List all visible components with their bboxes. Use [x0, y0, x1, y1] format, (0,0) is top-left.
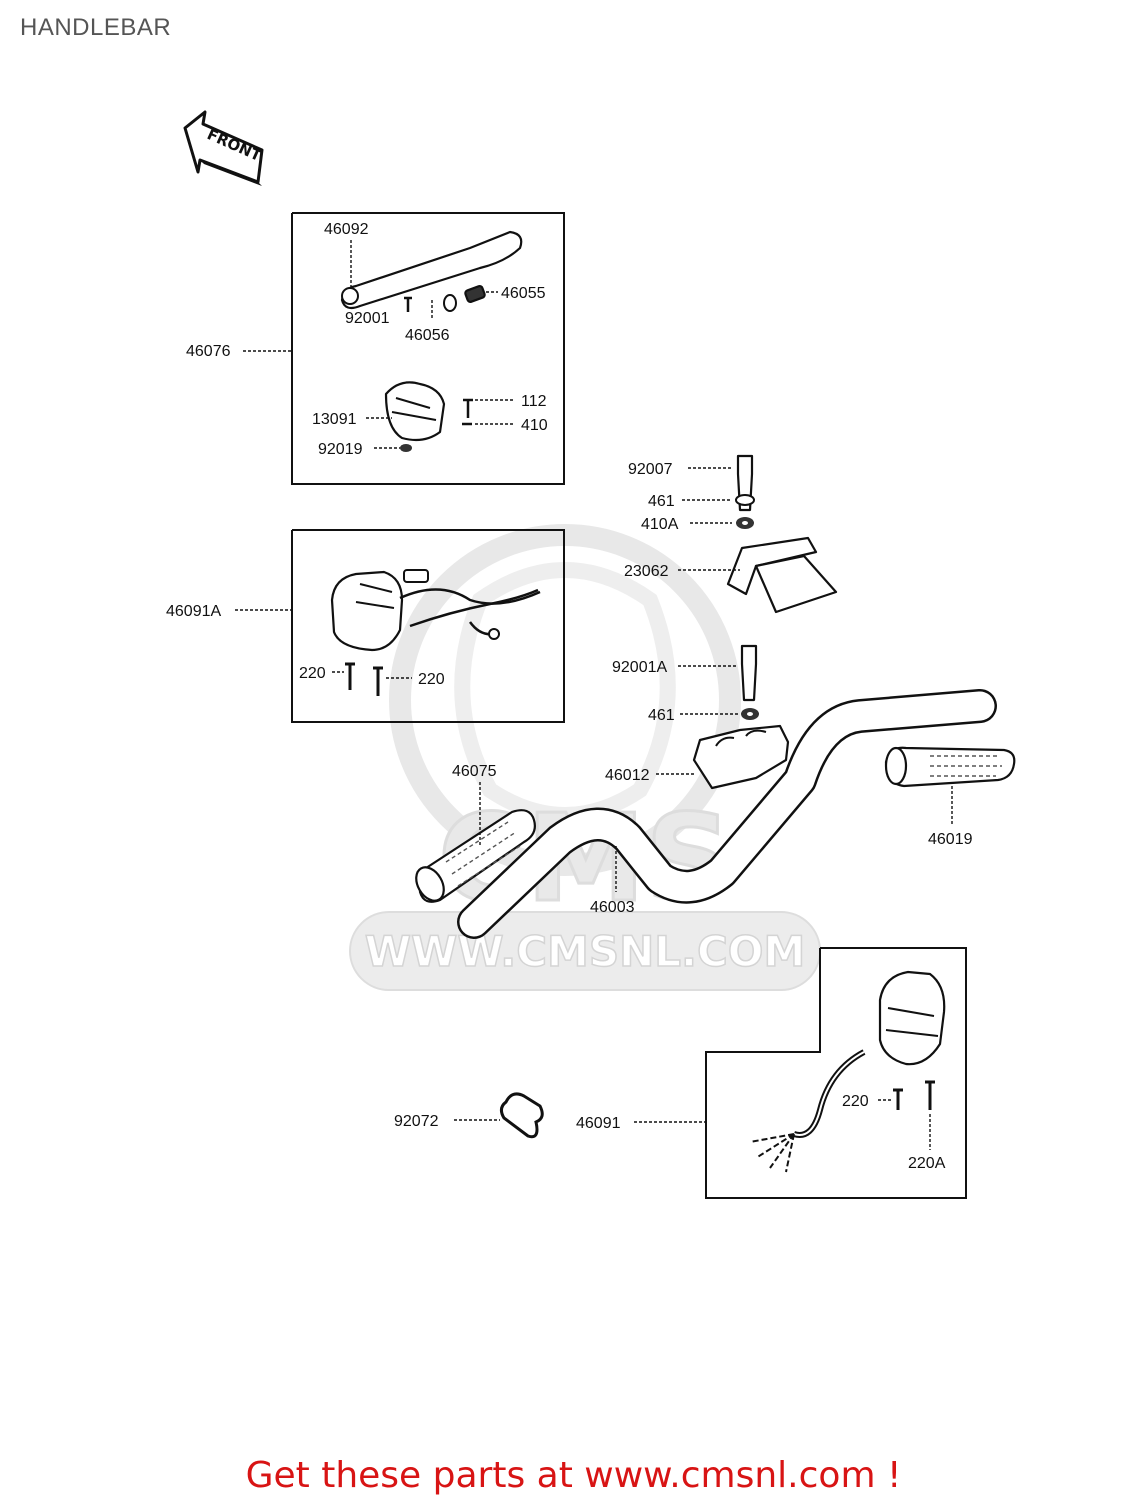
handlebar-group [457, 689, 997, 939]
callout-220-switch: 220 [842, 1093, 869, 1110]
lever-assembly-box [291, 212, 565, 485]
callout-46003: 46003 [590, 899, 635, 916]
left-switch-box [291, 529, 565, 723]
callout-46092: 46092 [324, 221, 369, 238]
callout-46076: 46076 [186, 343, 231, 360]
callout-410a: 410A [641, 516, 679, 533]
callout-92001a: 92001A [612, 659, 667, 676]
left-grip-group [415, 782, 536, 903]
clutch-lever [340, 230, 523, 310]
callout-46055: 46055 [501, 285, 546, 302]
callout-220-right: 220 [418, 671, 445, 688]
callout-461: 461 [648, 493, 675, 510]
callout-46019: 46019 [928, 831, 973, 848]
callout-labels: 46092 46055 92001 46056 46076 112 13091 … [166, 221, 973, 1172]
callout-112: 112 [521, 393, 547, 410]
right-handlebar-switch [878, 970, 946, 1066]
callout-220a: 220A [908, 1155, 946, 1172]
footer-cta-link[interactable]: Get these parts at www.cmsnl.com ! [245, 1455, 902, 1496]
callout-220-left: 220 [299, 665, 326, 682]
callout-46012: 46012 [605, 767, 650, 784]
cable-clamp [499, 1092, 544, 1139]
callout-92007: 92007 [628, 461, 673, 478]
lever-holder [384, 381, 446, 442]
handlebar-holder [692, 724, 790, 790]
cable-clamp-group [454, 1092, 544, 1139]
callout-46075: 46075 [452, 763, 497, 780]
callout-92072: 92072 [394, 1113, 439, 1130]
callout-92001: 92001 [345, 310, 390, 327]
clamp-bracket [726, 536, 818, 596]
callout-461-lower: 461 [648, 707, 675, 724]
callout-23062: 23062 [624, 563, 669, 580]
callout-46091: 46091 [576, 1115, 621, 1132]
left-handlebar-switch [330, 570, 404, 652]
callout-46091a: 46091A [166, 603, 221, 620]
right-grip-group [884, 746, 1016, 824]
callout-46056: 46056 [405, 327, 450, 344]
bolt-92001a [740, 644, 758, 702]
callout-13091: 13091 [312, 411, 357, 428]
clamp-hardware-group [656, 454, 838, 790]
callout-92019: 92019 [318, 441, 363, 458]
left-grip [418, 809, 536, 903]
callout-410: 410 [521, 417, 548, 434]
lever-assembly-group [243, 212, 565, 485]
right-switch-box [705, 947, 967, 1199]
watermark-url: WWW.CMSNL.COM [365, 927, 806, 976]
front-arrow-icon: FRONT [183, 110, 265, 186]
page-title: HANDLEBAR [20, 14, 172, 41]
watermark: CMS WWW.CMSNL.COM [349, 524, 821, 991]
right-switch-group [634, 947, 967, 1199]
left-switch-group [235, 529, 565, 723]
